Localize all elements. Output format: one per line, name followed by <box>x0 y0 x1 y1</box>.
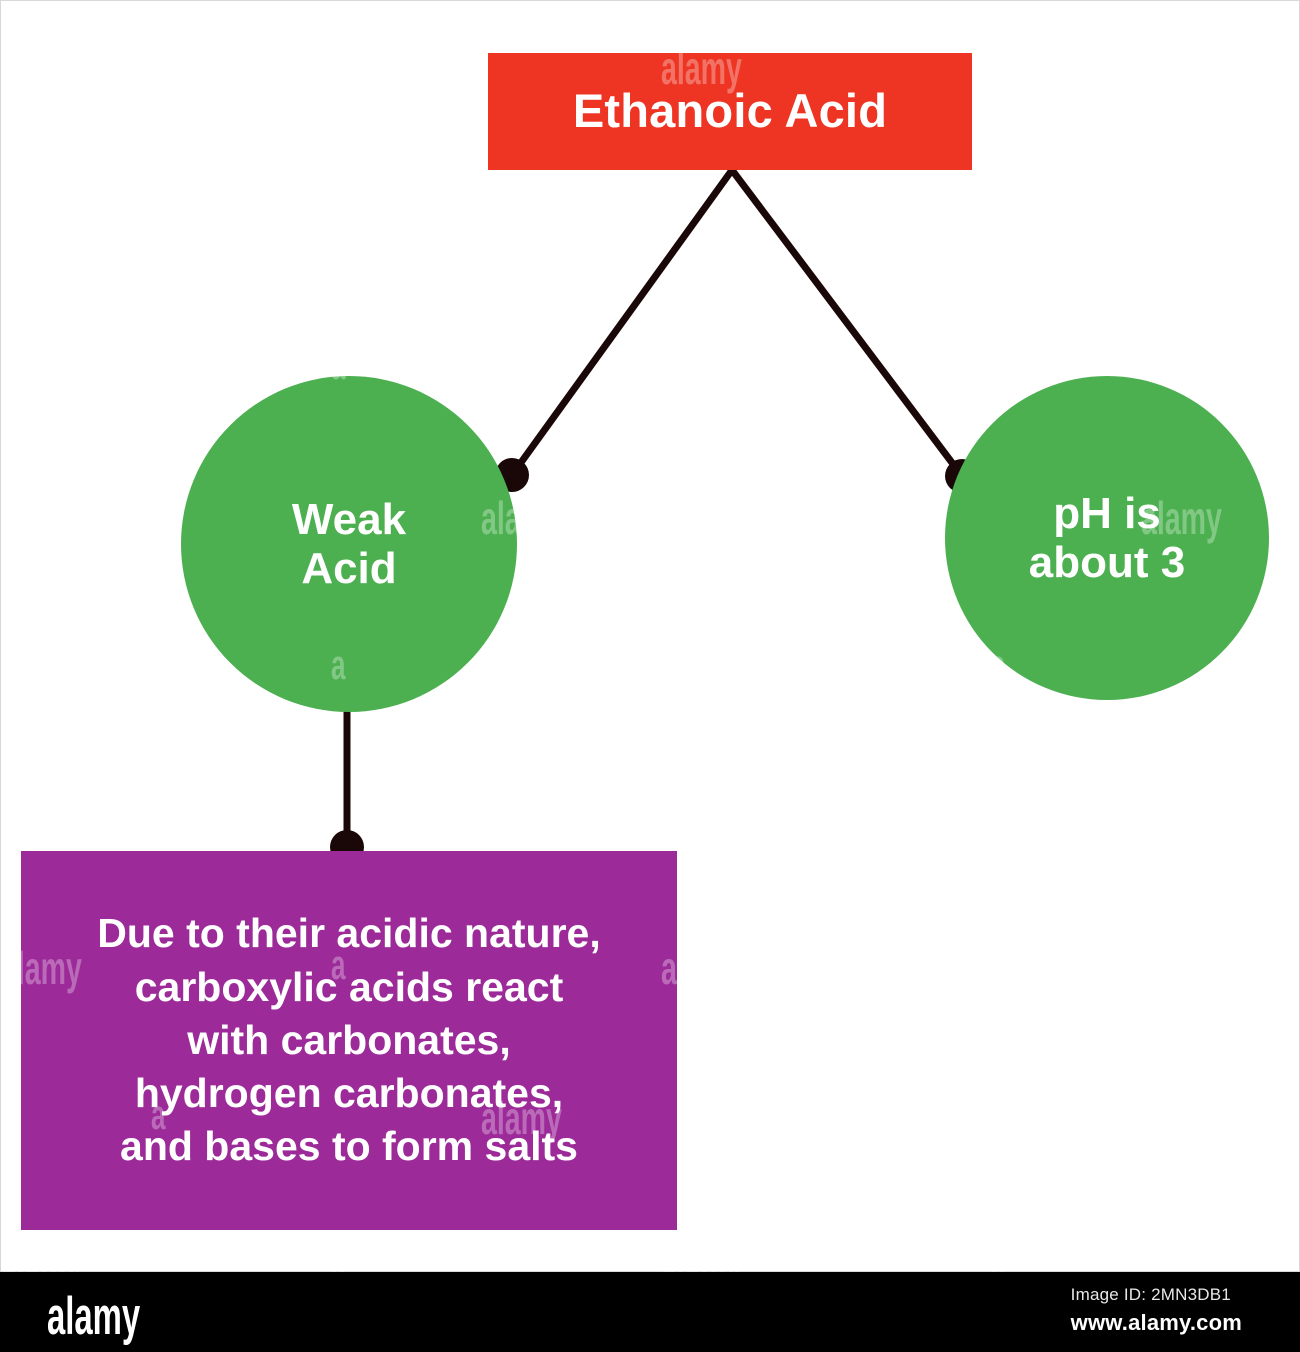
watermark-word: alamy <box>1141 792 1222 844</box>
watermark-word: alamy <box>1141 1092 1222 1144</box>
node-weak-acid-label: Weak Acid <box>291 494 407 593</box>
node-reaction-description-label: Due to their acidic nature, carboxylic a… <box>97 910 601 1170</box>
watermark-glyph: a <box>991 341 1006 388</box>
watermark-glyph: a <box>991 41 1006 88</box>
node-ethanoic-acid-label: Ethanoic Acid <box>572 84 888 138</box>
node-ph-about-3-label: pH is about 3 <box>1028 488 1186 587</box>
watermark-word: alamy <box>661 1242 742 1273</box>
concept-map-diagram: Ethanoic Acid Weak Acid pH is about 3 Du… <box>0 0 1300 1273</box>
alamy-logo: alamy <box>47 1287 141 1346</box>
watermark-word: alamy <box>1 642 82 694</box>
watermark-glyph: a <box>991 1241 1006 1273</box>
watermark-word: alamy <box>481 192 562 244</box>
edge-root-to-weak-acid <box>508 166 736 479</box>
footer-meta: Image ID: 2MN3DB1 www.alamy.com <box>1071 1285 1242 1336</box>
watermark-glyph: a <box>811 791 826 838</box>
watermark-word: alamy <box>661 642 742 694</box>
stock-footer-bar: alamy Image ID: 2MN3DB1 www.alamy.com <box>0 1272 1300 1352</box>
watermark-glyph: a <box>151 491 166 538</box>
node-reaction-description: Due to their acidic nature, carboxylic a… <box>21 851 677 1230</box>
node-ph-about-3: pH is about 3 <box>945 376 1269 700</box>
watermark-glyph: a <box>991 941 1006 988</box>
watermark-word: alamy <box>1 1242 82 1273</box>
watermark-glyph: a <box>331 1241 346 1273</box>
watermark-glyph: a <box>811 1091 826 1138</box>
watermark-glyph: a <box>811 491 826 538</box>
watermark-glyph: a <box>811 191 826 238</box>
watermark-word: alamy <box>661 342 742 394</box>
watermark-glyph: a <box>331 41 346 88</box>
watermark-word: alamy <box>1141 192 1222 244</box>
alamy-url-label: www.alamy.com <box>1070 1310 1242 1335</box>
watermark-glyph: a <box>151 791 166 838</box>
image-id-label: Image ID: 2MN3DB1 <box>1070 1285 1231 1304</box>
node-weak-acid: Weak Acid <box>181 376 517 712</box>
watermark-word: alamy <box>481 792 562 844</box>
watermark-word: alamy <box>1 342 82 394</box>
edge-root-to-ph <box>728 166 966 480</box>
watermark-glyph: a <box>151 191 166 238</box>
node-ethanoic-acid: Ethanoic Acid <box>488 53 972 170</box>
watermark-word: alamy <box>1 42 82 94</box>
